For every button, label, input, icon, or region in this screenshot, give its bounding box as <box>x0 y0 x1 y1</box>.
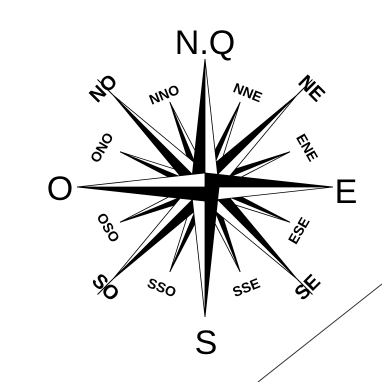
label-nw: NO <box>85 70 122 107</box>
label-nne: NNE <box>231 79 264 105</box>
label-n: N.Q <box>175 24 235 62</box>
ray-n-light <box>205 59 219 187</box>
ray-s-dark <box>205 187 219 317</box>
ray-w-dark <box>77 187 205 201</box>
label-ono: ONO <box>87 130 117 166</box>
ray-e-dark <box>205 173 333 187</box>
label-ne: NE <box>294 71 329 106</box>
frame-corner-line <box>258 284 382 382</box>
label-oso: OSO <box>94 210 123 245</box>
label-e: E <box>335 173 358 211</box>
label-w: O <box>47 170 73 208</box>
label-nno: NNO <box>147 81 182 108</box>
label-sse: SSE <box>230 275 262 300</box>
ray-n-dark <box>191 59 205 187</box>
compass-rays <box>77 59 333 317</box>
label-ese: ESE <box>285 214 313 246</box>
ray-s-light <box>191 187 205 317</box>
ray-e-light <box>205 187 333 201</box>
label-s: S <box>195 324 218 362</box>
label-sso: SSO <box>145 274 179 300</box>
ray-w-light <box>77 173 205 187</box>
label-ene: ENE <box>293 131 321 164</box>
label-se: SE <box>291 271 325 305</box>
